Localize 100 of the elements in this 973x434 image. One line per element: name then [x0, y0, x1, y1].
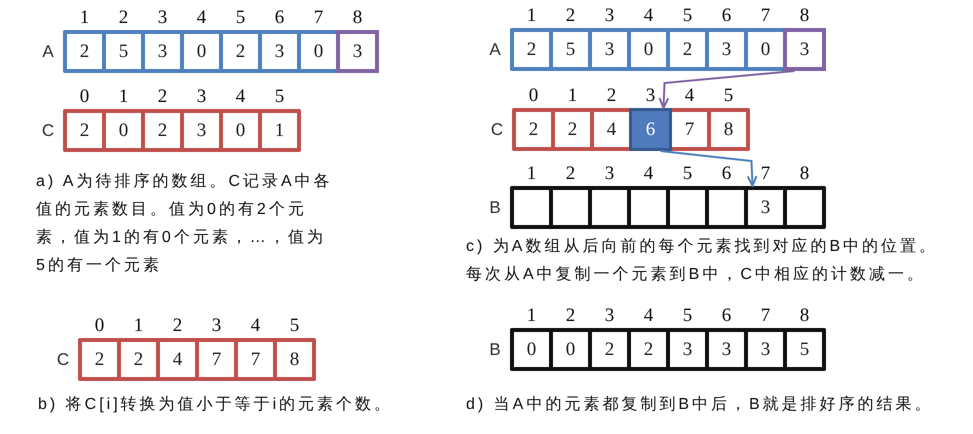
array-cell: 3: [709, 332, 744, 367]
index-number: 3: [604, 164, 616, 184]
array-cell: 2: [592, 332, 627, 367]
index-number: 7: [760, 164, 772, 184]
index-number: 2: [564, 164, 576, 184]
index-number: 1: [526, 6, 538, 26]
index-number: 8: [798, 6, 810, 26]
highlighted-array-cell: 6: [629, 108, 672, 151]
array-cell: 0: [631, 32, 666, 67]
index-number: 3: [156, 8, 168, 28]
array-cell: 2: [67, 34, 102, 69]
index-number: 4: [642, 6, 654, 26]
index-number: 6: [720, 164, 732, 184]
array-cell: 5: [787, 332, 822, 367]
index-number: 3: [644, 86, 656, 106]
empty-array-cell: [787, 190, 822, 225]
index-number: 5: [288, 316, 300, 336]
index-number: 2: [564, 306, 576, 326]
index-number: 1: [132, 316, 144, 336]
index-number: 6: [720, 306, 732, 326]
index-number: 0: [94, 316, 106, 336]
index-number: 1: [566, 86, 578, 106]
index-number: 0: [78, 87, 90, 107]
array-cell: 5: [106, 34, 141, 69]
array-cell: 2: [514, 32, 549, 67]
array-cell: 2: [670, 32, 705, 67]
array-cell: 2: [82, 342, 117, 377]
index-number: 8: [798, 164, 810, 184]
index-number: 1: [526, 164, 538, 184]
empty-array-cell: [631, 190, 666, 225]
empty-array-cell: [592, 190, 627, 225]
index-number: 4: [642, 164, 654, 184]
array-cell: 7: [199, 342, 234, 377]
index-number: 5: [682, 164, 694, 184]
array-cell: 2: [631, 332, 666, 367]
array-name: B: [488, 339, 502, 361]
array-cell: 0: [223, 113, 258, 148]
index-number: 6: [274, 8, 286, 28]
index-number: 6: [720, 6, 732, 26]
index-number: 8: [352, 8, 364, 28]
array-cell: 0: [106, 113, 141, 148]
array-name: C: [56, 349, 70, 371]
index-number: 2: [172, 316, 184, 336]
array-cell: 2: [145, 113, 180, 148]
array-cell: 0: [553, 332, 588, 367]
array-cell: 3: [748, 190, 783, 225]
array-name: A: [41, 41, 55, 63]
index-number: 1: [118, 87, 130, 107]
array-cell: 3: [145, 34, 180, 69]
array-cell: 2: [555, 112, 590, 147]
index-number: 5: [682, 6, 694, 26]
index-number: 4: [642, 306, 654, 326]
array-cell: 4: [594, 112, 629, 147]
array-cell: 3: [783, 28, 826, 71]
caption: d) 当A中的元素都复制到B中后，B就是排好序的结果。: [466, 394, 935, 415]
index-number: 2: [156, 87, 168, 107]
arrow: [658, 70, 795, 109]
index-number: 3: [210, 316, 222, 336]
index-number: 5: [274, 87, 286, 107]
array-cell: 8: [277, 342, 312, 377]
array-cell: 3: [184, 113, 219, 148]
index-number: 4: [684, 86, 696, 106]
arrow: [660, 150, 758, 187]
array-cell: 3: [709, 32, 744, 67]
array-cell: 3: [336, 30, 379, 73]
array-name: C: [40, 120, 56, 142]
index-number: 3: [196, 87, 208, 107]
index-number: 2: [564, 6, 576, 26]
array-name: A: [488, 39, 502, 61]
index-number: 1: [78, 8, 90, 28]
index-number: 4: [196, 8, 208, 28]
array-name: C: [490, 119, 504, 141]
array-cell: 2: [223, 34, 258, 69]
index-number: 0: [528, 86, 540, 106]
index-number: 5: [234, 8, 246, 28]
empty-array-cell: [514, 190, 549, 225]
index-number: 4: [234, 87, 246, 107]
array-cell: 4: [160, 342, 195, 377]
index-number: 1: [526, 306, 538, 326]
index-number: 2: [118, 8, 130, 28]
index-number: 5: [722, 86, 734, 106]
caption: c) 为A数组从后向前的每个元素找到对应的B中的位置。每次从A中复制一个元素到B中，C中相应的计数减一。: [466, 236, 940, 285]
caption: b) 将C[i]转换为值小于等于i的元素个数。: [38, 394, 394, 415]
array-cell: 3: [670, 332, 705, 367]
index-number: 3: [604, 6, 616, 26]
array-cell: 8: [711, 112, 746, 147]
array-cell: 2: [67, 113, 102, 148]
index-number: 5: [682, 306, 694, 326]
array-cell: 2: [516, 112, 551, 147]
caption: a) A为待排序的数组。C记录A中各值的元素数目。值为0的有2个元素，值为1的有0个元素，…，值为5的有一个元素: [36, 172, 334, 276]
empty-array-cell: [670, 190, 705, 225]
index-number: 3: [604, 306, 616, 326]
array-cell: 3: [748, 332, 783, 367]
array-cell: 7: [238, 342, 273, 377]
array-cell: 0: [748, 32, 783, 67]
array-cell: 2: [121, 342, 156, 377]
empty-array-cell: [553, 190, 588, 225]
index-number: 8: [798, 306, 810, 326]
array-cell: 1: [262, 113, 297, 148]
array-cell: 0: [514, 332, 549, 367]
